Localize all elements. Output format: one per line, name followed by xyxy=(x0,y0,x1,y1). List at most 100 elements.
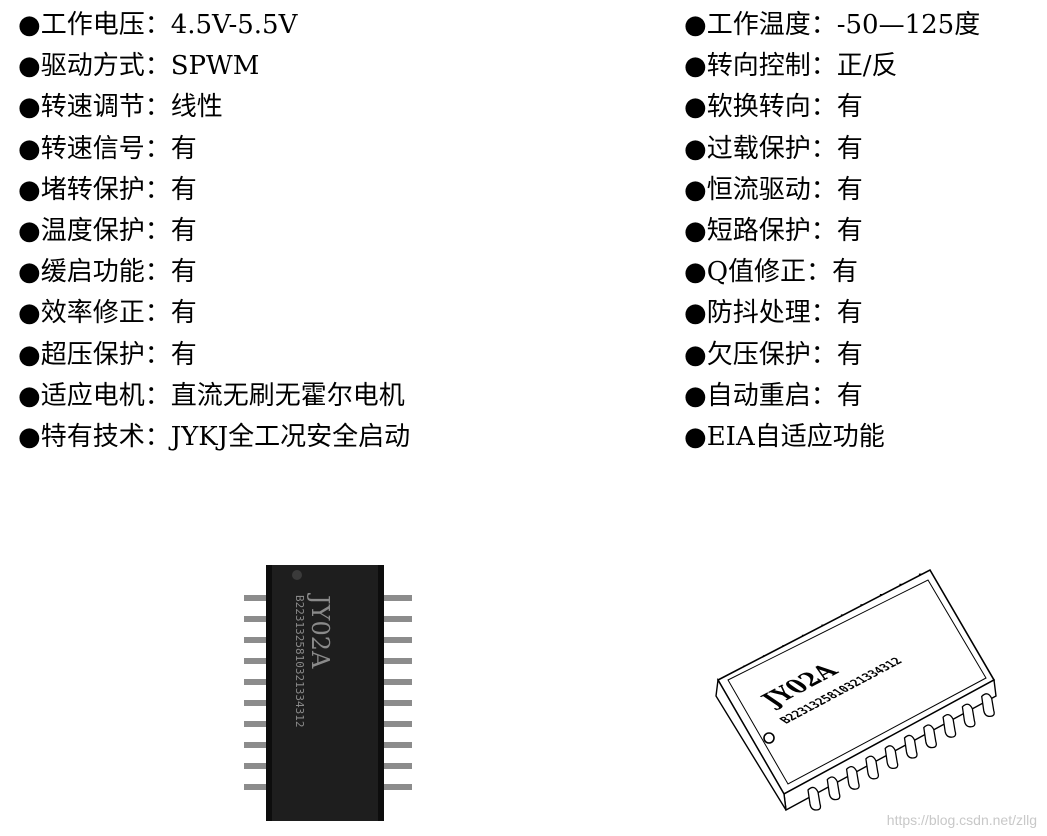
spec-row: ●Q值修正：有 xyxy=(684,252,980,293)
spec-row: ●转向控制：正/反 xyxy=(684,46,980,87)
bullet-icon: ● xyxy=(684,421,707,452)
spec-row: ●效率修正：有 xyxy=(18,293,410,334)
spec-label: 效率修正： xyxy=(40,298,171,329)
spec-label: 超压保护： xyxy=(40,339,171,370)
bullet-icon: ● xyxy=(684,215,707,246)
spec-value: 正/反 xyxy=(836,51,898,82)
chip-top-pins-left xyxy=(244,595,268,790)
chip-pin xyxy=(981,693,995,718)
bullet-icon: ● xyxy=(18,174,41,205)
chip-pin xyxy=(884,745,899,770)
spec-value: 有 xyxy=(170,133,197,164)
chip-pin xyxy=(244,616,268,622)
chip-pin xyxy=(244,742,268,748)
spec-row: ●转速信号：有 xyxy=(18,129,410,170)
spec-row: ●转速调节：线性 xyxy=(18,87,410,128)
spec-row: ●驱动方式：SPWM xyxy=(18,46,410,87)
chip-iso-pin1-dot xyxy=(763,732,775,744)
chip-pin xyxy=(244,679,268,685)
spec-label: 温度保护： xyxy=(40,215,171,246)
spec-value: 有 xyxy=(836,339,863,370)
spec-row: ●堵转保护：有 xyxy=(18,170,410,211)
spec-value: 有 xyxy=(170,257,197,288)
spec-row: ●特有技术：JYKJ全工况安全启动 xyxy=(18,417,410,458)
spec-value: 有 xyxy=(836,133,863,164)
chip-pin xyxy=(382,595,412,601)
spec-label: 转速调节： xyxy=(40,92,171,123)
spec-label: EIA自适应功能 xyxy=(706,421,885,452)
chip-pin xyxy=(244,700,268,706)
spec-label: 驱动方式： xyxy=(40,51,171,82)
spec-value: 有 xyxy=(836,215,863,246)
spec-row: ●自动重启：有 xyxy=(684,376,980,417)
chip-pin xyxy=(961,703,976,728)
chip-pin xyxy=(923,724,937,749)
spec-label: 短路保护： xyxy=(706,215,837,246)
spec-label: 自动重启： xyxy=(706,380,837,411)
bullet-icon: ● xyxy=(684,380,707,411)
spec-label: 工作电压： xyxy=(40,10,171,40)
chip-pin xyxy=(382,616,412,622)
spec-label: 工作温度： xyxy=(706,10,837,40)
chip-top-model-text: JY02A xyxy=(306,592,334,669)
chip-top-pins-right xyxy=(382,595,412,790)
spec-label: 软换转向： xyxy=(706,92,837,123)
bullet-icon: ● xyxy=(684,51,707,82)
spec-row: ●缓启功能：有 xyxy=(18,252,410,293)
spec-label: 转速信号： xyxy=(40,133,171,164)
bullet-icon: ● xyxy=(684,339,707,370)
chip-top-code-text: B2231325810321334312 xyxy=(293,595,306,727)
spec-value: -50—125度 xyxy=(836,10,981,40)
spec-row: ●超压保护：有 xyxy=(18,335,410,376)
spec-row: ●EIA自适应功能 xyxy=(684,417,980,458)
spec-label: 堵转保护： xyxy=(40,174,171,205)
spec-row: ●适应电机：直流无刷无霍尔电机 xyxy=(18,376,410,417)
chip-pin xyxy=(903,734,918,759)
chip-pin xyxy=(865,755,880,780)
spec-row: ●工作温度：-50—125度 xyxy=(684,5,980,46)
chip-pin xyxy=(807,786,822,811)
bullet-icon: ● xyxy=(18,339,41,370)
bullet-icon: ● xyxy=(684,10,707,40)
chip-iso-left-side xyxy=(715,677,787,811)
spec-row: ●欠压保护：有 xyxy=(684,335,980,376)
spec-label: 恒流驱动： xyxy=(706,174,837,205)
bullet-icon: ● xyxy=(684,257,707,288)
spec-value: 有 xyxy=(170,215,197,246)
chip-pin xyxy=(382,721,412,727)
chip-pin xyxy=(382,742,412,748)
spec-row: ●恒流驱动：有 xyxy=(684,170,980,211)
watermark-text: https://blog.csdn.net/zllg xyxy=(886,812,1037,828)
spec-value: 线性 xyxy=(170,92,223,123)
bullet-icon: ● xyxy=(18,257,41,288)
bullet-icon: ● xyxy=(684,298,707,329)
spec-value: JYKJ全工况安全启动 xyxy=(170,421,411,452)
spec-value: 有 xyxy=(836,380,863,411)
bullet-icon: ● xyxy=(18,92,41,123)
chip-pin xyxy=(244,763,268,769)
bullet-icon: ● xyxy=(18,133,41,164)
chip-pin xyxy=(244,595,268,601)
bullet-icon: ● xyxy=(18,421,41,452)
bullet-icon: ● xyxy=(18,380,41,411)
spec-row: ●防抖处理：有 xyxy=(684,293,980,334)
spec-value: 有 xyxy=(170,298,197,329)
spec-label: 缓启功能： xyxy=(40,257,171,288)
chip-top-pin1-dot xyxy=(292,570,302,580)
spec-value: 有 xyxy=(170,339,197,370)
spec-value: 有 xyxy=(836,174,863,205)
spec-row: ●工作电压：4.5V-5.5V xyxy=(18,5,410,46)
spec-label: 特有技术： xyxy=(40,421,171,452)
spec-row: ●软换转向：有 xyxy=(684,87,980,128)
spec-value: 有 xyxy=(836,92,863,123)
spec-row: ●过载保护：有 xyxy=(684,129,980,170)
bullet-icon: ● xyxy=(18,51,41,82)
bullet-icon: ● xyxy=(18,10,41,40)
spec-value: 直流无刷无霍尔电机 xyxy=(170,380,405,411)
chip-pin xyxy=(244,637,268,643)
chip-isometric-image: JY02A B2231325810321334312 xyxy=(715,568,997,812)
chip-pin xyxy=(382,763,412,769)
chip-pin xyxy=(382,700,412,706)
chip-top-view-image: JY02A B2231325810321334312 xyxy=(244,565,412,821)
chip-pin xyxy=(382,679,412,685)
